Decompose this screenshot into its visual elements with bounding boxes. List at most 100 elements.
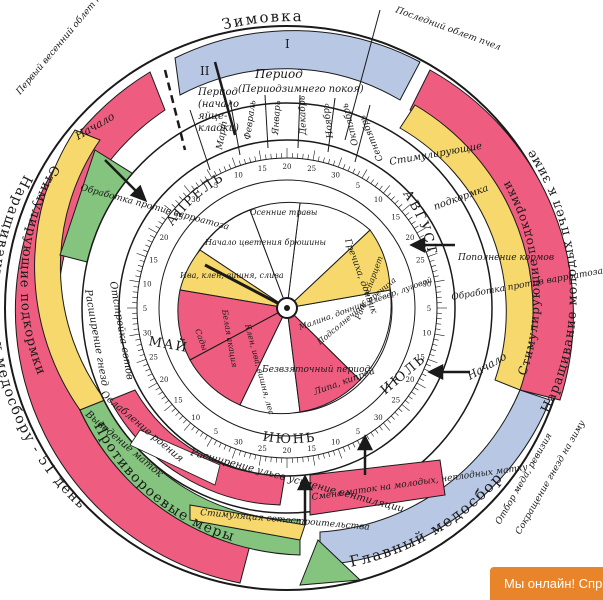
- period-label-e: яйце-: [198, 111, 228, 122]
- period-label-b: (Периодзимнего покоя): [238, 84, 364, 95]
- tick-mark: [129, 333, 140, 337]
- day-number: 5: [356, 182, 360, 190]
- tick-mark: [139, 259, 145, 262]
- day-number: 5: [214, 428, 218, 436]
- tick-mark: [191, 185, 195, 190]
- tick-mark: [436, 291, 442, 293]
- day-scale-numbers: 5101520253051015202530510152025305101520…: [143, 163, 432, 455]
- tick-mark: [206, 437, 213, 447]
- day-number: 10: [234, 172, 243, 180]
- tick-mark: [158, 221, 163, 225]
- tick-mark: [183, 422, 191, 431]
- tick-mark: [379, 185, 383, 190]
- day-number: 25: [391, 396, 400, 404]
- day-number: 20: [283, 163, 292, 171]
- tick-mark: [338, 448, 343, 459]
- tick-mark: [143, 249, 149, 253]
- tick-mark: [427, 252, 438, 257]
- willow-label: Ива, клен, вишня, слива: [179, 271, 284, 280]
- tick-mark: [398, 408, 403, 412]
- tick-mark: [434, 333, 445, 337]
- tick-mark: [357, 171, 361, 176]
- tick-mark: [179, 196, 184, 201]
- dearth-label: Безвзяточный период: [261, 365, 371, 375]
- tick-mark: [307, 154, 309, 160]
- roman-one: I: [285, 37, 290, 51]
- tick-mark: [258, 150, 262, 161]
- tick-mark: [191, 426, 195, 431]
- tick-mark: [200, 179, 204, 184]
- tick-mark: [218, 168, 222, 174]
- tick-mark: [137, 264, 143, 267]
- day-number: 20: [283, 447, 292, 455]
- tick-mark: [312, 150, 316, 161]
- tick-mark: [133, 328, 139, 330]
- tick-mark: [302, 457, 304, 463]
- tick-mark: [129, 279, 140, 283]
- tick-mark: [432, 270, 438, 273]
- tick-mark: [175, 200, 180, 205]
- tick-mark: [390, 415, 395, 420]
- tick-mark: [374, 429, 379, 434]
- day-number: 10: [191, 414, 200, 422]
- replenish-label: Пополнение кормов: [457, 253, 554, 263]
- tick-mark: [423, 368, 429, 372]
- tick-mark: [136, 359, 147, 364]
- tick-mark: [317, 156, 320, 162]
- tick-mark: [132, 323, 138, 325]
- tick-mark: [317, 454, 320, 460]
- tick-mark: [136, 252, 147, 257]
- tick-mark: [218, 442, 222, 448]
- day-number: 25: [307, 165, 316, 173]
- tick-mark: [328, 158, 331, 164]
- tick-mark: [145, 244, 151, 248]
- online-chat-button[interactable]: Мы онлайн! Спросите нас: [490, 567, 603, 600]
- tick-mark: [254, 156, 257, 162]
- tick-mark: [352, 442, 356, 448]
- tick-mark: [223, 166, 227, 172]
- day-scale-ticks: [127, 148, 447, 468]
- tick-mark: [223, 444, 227, 450]
- tick-mark: [171, 408, 176, 412]
- tick-mark: [387, 419, 391, 424]
- arrows: [104, 159, 470, 525]
- tick-mark: [416, 227, 426, 234]
- day-number: 5: [427, 305, 431, 313]
- tick-mark: [433, 275, 439, 278]
- day-number: 15: [416, 354, 425, 362]
- tick-mark: [401, 204, 410, 212]
- tick-mark: [432, 343, 438, 346]
- tick-mark: [164, 212, 169, 216]
- first-flight-callout: Первый весенний облет пчел: [13, 0, 114, 98]
- day-number: 30: [374, 414, 383, 422]
- tick-mark: [398, 204, 403, 208]
- tick-mark: [136, 270, 142, 273]
- tick-mark: [137, 349, 143, 352]
- tick-mark: [374, 182, 379, 187]
- tick-mark: [425, 249, 431, 253]
- period-label-f: кладки): [198, 123, 239, 134]
- tick-mark: [347, 166, 351, 172]
- tick-mark: [416, 382, 426, 389]
- period-label-c: Период: [197, 87, 238, 98]
- month-spokes: [163, 9, 381, 171]
- tick-mark: [431, 264, 437, 267]
- day-number: 30: [422, 280, 431, 288]
- tick-mark: [161, 395, 166, 400]
- month-name: Ноябрь: [320, 102, 336, 140]
- tick-mark: [231, 157, 236, 168]
- day-number: 30: [191, 196, 200, 204]
- tick-mark: [434, 279, 445, 283]
- tick-mark: [155, 225, 160, 229]
- tick-mark: [322, 157, 325, 163]
- tick-mark: [414, 387, 419, 391]
- tick-mark: [307, 456, 309, 462]
- tick-mark: [370, 179, 374, 184]
- tick-mark: [155, 387, 160, 391]
- tick-mark: [150, 378, 155, 382]
- tick-mark: [328, 452, 331, 458]
- tick-mark: [352, 168, 356, 174]
- tick-mark: [425, 363, 431, 367]
- tick-mark: [270, 153, 272, 159]
- tick-mark: [243, 452, 246, 458]
